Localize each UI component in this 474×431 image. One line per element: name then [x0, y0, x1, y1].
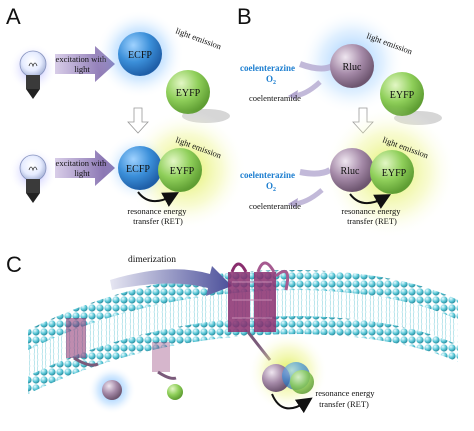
product-label: coelenteramide	[249, 93, 301, 103]
dimerization-arrow	[110, 266, 232, 296]
eyfp-protein	[158, 148, 202, 192]
eyfp-label: EYFP	[176, 88, 201, 99]
ret-label-line1: resonance energy	[127, 206, 187, 216]
rluc-protein	[330, 148, 374, 192]
svg-text:resonance energy transfer: resonance energy transfer (RET)	[315, 388, 376, 409]
ret-curved-arrow	[349, 193, 392, 209]
rluc-label: Rluc	[343, 62, 362, 73]
eyfp-protein	[167, 384, 183, 400]
substrate-label: coelenterazine	[240, 63, 295, 73]
panel-label-a: A	[6, 4, 21, 29]
eyfp-protein	[290, 370, 314, 394]
substrate-arrow	[299, 167, 332, 177]
ret-label-line2: transfer (RET)	[347, 216, 397, 226]
ecfp-protein	[118, 146, 162, 190]
ret-curved-arrow	[137, 191, 180, 207]
product-label: coelenteramide	[249, 201, 301, 211]
eyfp-label: EYFP	[390, 90, 415, 101]
receptor-dimer	[228, 261, 290, 361]
ret-label-line1: resonance energy	[315, 388, 375, 398]
eyfp-protein	[370, 150, 414, 194]
excitation-label-line1: excitation with	[56, 54, 108, 64]
excitation-label-line2: light	[74, 64, 90, 74]
excitation-arrow	[55, 150, 115, 186]
svg-text:excitation with light: excitation with light	[56, 54, 109, 74]
panel-label-c: C	[6, 252, 22, 277]
light-bulb-icon	[9, 148, 57, 203]
ret-label-line1: resonance energy	[341, 206, 401, 216]
ret-label-line2: transfer (RET)	[133, 216, 183, 226]
light-bulb-icon	[9, 44, 57, 99]
ret-label-line2: transfer (RET)	[319, 399, 369, 409]
svg-text:excitation with light: excitation with light	[56, 158, 109, 178]
arrowhead-icon	[288, 198, 298, 208]
excitation-label-line1: excitation with	[56, 158, 108, 168]
eyfp-label: EYFP	[170, 166, 195, 177]
rluc-protein	[102, 380, 122, 400]
o2-label: O2	[266, 181, 276, 193]
rluc-protein	[330, 44, 374, 88]
substrate-label: coelenterazine	[240, 170, 295, 180]
rluc-label: Rluc	[341, 166, 360, 177]
down-arrow-icon	[127, 107, 149, 134]
dimerization-label: dimerization	[128, 255, 176, 265]
panel-label-b: B	[237, 4, 252, 29]
receptor-monomer	[66, 318, 99, 367]
eyfp-protein	[380, 72, 424, 116]
arrowhead-icon	[288, 90, 298, 100]
receptor-monomer	[152, 342, 177, 380]
eyfp-protein	[166, 70, 210, 114]
svg-text:resonance energy transfer: resonance energy transfer (RET)	[127, 206, 188, 226]
ecfp-protein	[118, 32, 162, 76]
ecfp-label: ECFP	[128, 50, 152, 61]
ecfp-label: ECFP	[126, 164, 150, 175]
ret-curved-arrow	[271, 393, 313, 414]
excitation-label-line2: light	[74, 168, 90, 178]
lipid-bilayer-membrane	[28, 269, 458, 394]
o2-label: O2	[266, 74, 276, 86]
eyfp-label: EYFP	[382, 168, 407, 179]
svg-text:resonance energy transfer: resonance energy transfer (RET)	[341, 206, 402, 226]
